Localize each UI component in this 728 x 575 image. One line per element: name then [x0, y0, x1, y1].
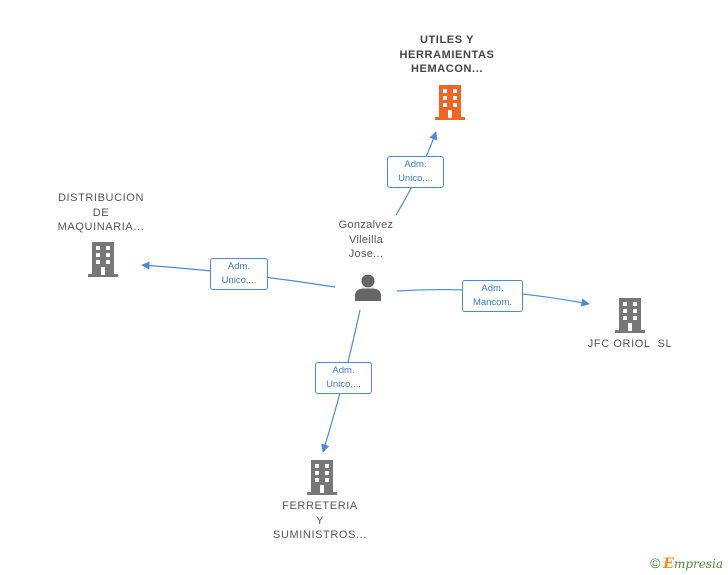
company-utiles-line-2: HERRAMIENTAS: [399, 48, 495, 61]
company-label-jfc[interactable]: JFC ORIOL SL: [576, 337, 684, 352]
building-icon-ferreteria[interactable]: [306, 459, 338, 495]
edge-utiles-line-1: Adm.: [404, 159, 427, 170]
edge-ferreteria-line-2: Unico,...: [326, 379, 361, 390]
empresia-logo-text: mpresia: [673, 557, 723, 571]
company-label-distribucion[interactable]: DISTRIBUCION DE MAQUINARIA...: [50, 191, 152, 235]
company-utiles-line-3: HEMACON...: [411, 63, 483, 75]
person-name-line-2: Vileilla: [349, 233, 383, 246]
company-distribucion-line-2: DE: [92, 206, 110, 219]
person-name-line-1: Gonzalvez: [338, 219, 394, 231]
edge-ferreteria-line-1: Adm.: [332, 365, 355, 376]
company-distribucion-line-1: DISTRIBUCION: [57, 192, 145, 204]
company-label-utiles[interactable]: UTILES Y HERRAMIENTAS HEMACON...: [385, 33, 509, 77]
edge-jfc-line-1: Adm.: [481, 283, 504, 294]
empresia-logo-initial: E: [663, 556, 674, 572]
person-name-line-3: Jose...: [348, 248, 384, 260]
edge-label-distribucion[interactable]: Adm. Unico,...: [210, 258, 268, 290]
building-icon-utiles[interactable]: [434, 84, 466, 120]
company-label-ferreteria[interactable]: FERRETERIA Y SUMINISTROS...: [266, 499, 374, 543]
building-icon-distribucion[interactable]: [87, 241, 119, 277]
company-utiles-line-1: UTILES Y: [419, 34, 475, 46]
company-ferreteria-line-2: Y: [316, 514, 324, 527]
edge-jfc-line-2: Mancom.: [472, 297, 513, 308]
company-jfc-line-1: JFC ORIOL SL: [587, 338, 673, 350]
edge-label-utiles[interactable]: Adm. Unico,...: [387, 156, 444, 188]
building-icon-jfc[interactable]: [614, 297, 646, 333]
edge-label-ferreteria[interactable]: Adm. Unico,...: [315, 362, 372, 394]
empresia-watermark: ©Empresia: [650, 555, 723, 572]
copyright-symbol: ©: [649, 555, 661, 571]
edge-distribucion-line-1: Adm.: [227, 261, 251, 272]
company-ferreteria-line-3: SUMINISTROS...: [273, 529, 367, 541]
edge-label-jfc[interactable]: Adm. Mancom.: [462, 280, 523, 312]
edge-utiles-line-2: Unico,...: [398, 173, 433, 184]
person-icon[interactable]: [353, 272, 383, 302]
edge-distribucion-line-2: Unico,...: [221, 275, 257, 286]
person-name-label[interactable]: Gonzalvez Vileilla Jose...: [326, 218, 406, 262]
company-distribucion-line-3: MAQUINARIA...: [57, 221, 145, 233]
company-ferreteria-line-1: FERRETERIA: [282, 500, 358, 512]
